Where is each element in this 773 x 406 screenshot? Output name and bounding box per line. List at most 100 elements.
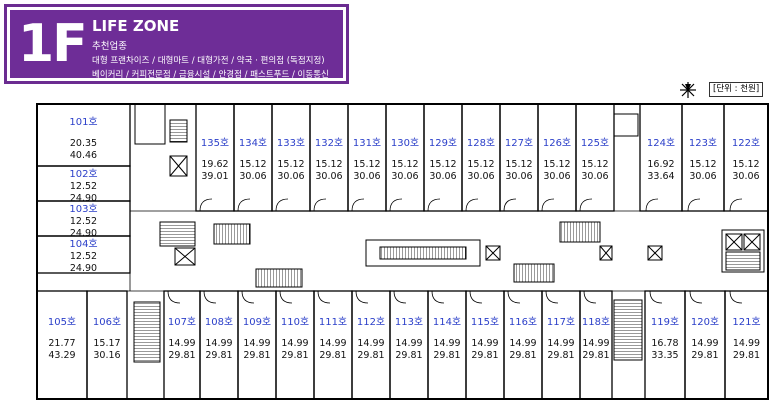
floor-header: 1F LIFE ZONE 추천업종 대형 프랜차이즈 / 대형마트 / 대형가전…	[4, 4, 349, 84]
unit-value-1: 14.99	[357, 338, 385, 349]
unit-number: 119호	[650, 317, 680, 328]
unit-note: [단위 : 천원]	[709, 82, 764, 97]
unit-value-2: 30.06	[581, 171, 609, 182]
unit-value-2: 29.81	[471, 350, 499, 361]
unit-number: 107호	[167, 317, 197, 328]
unit-value-2: 29.81	[691, 350, 719, 361]
unit-value-2: 29.81	[243, 350, 271, 361]
unit-value-1: 20.35	[69, 138, 98, 149]
unit-value-2: 29.81	[281, 350, 309, 361]
unit-number: 130호	[390, 138, 420, 149]
header-background: 1F LIFE ZONE 추천업종 대형 프랜차이즈 / 대형마트 / 대형가전…	[10, 10, 343, 80]
unit-value-1: 15.12	[391, 159, 419, 170]
unit-value-1: 15.12	[689, 159, 717, 170]
unit-value-1: 15.12	[732, 159, 760, 170]
unit-number: 123호	[688, 138, 718, 149]
unit-value-2: 29.81	[547, 350, 575, 361]
unit-value-2: 29.81	[395, 350, 423, 361]
unit-number: 132호	[314, 138, 344, 149]
unit-value-1: 21.77	[48, 338, 76, 349]
unit-value-2: 43.29	[48, 350, 76, 361]
unit-number: 128호	[466, 138, 496, 149]
recommended-label: 추천업종	[92, 41, 127, 52]
unit-value-1: 15.12	[353, 159, 381, 170]
zone-title: LIFE ZONE	[92, 17, 180, 35]
recommended-line-1: 대형 프랜차이즈 / 대형마트 / 대형가전 / 약국 · 편의점 (독점지정)	[92, 56, 325, 66]
unit-value-2: 30.06	[239, 171, 267, 182]
unit-number: 120호	[690, 317, 720, 328]
unit-number: 116호	[508, 317, 538, 328]
unit-number: 103호	[69, 204, 98, 215]
unit-number: 114호	[432, 317, 462, 328]
unit-value-1: 14.99	[691, 338, 719, 349]
unit-value-2: 30.06	[732, 171, 760, 182]
unit-value-2: 30.06	[429, 171, 457, 182]
north-arrow-icon	[680, 82, 696, 98]
unit-number: 131호	[352, 138, 382, 149]
unit-value-2: 29.81	[319, 350, 347, 361]
unit-value-2: 24.90	[69, 193, 98, 204]
unit-value-2: 29.81	[582, 350, 610, 361]
unit-number: 115호	[470, 317, 500, 328]
unit-number: 124호	[646, 138, 676, 149]
unit-value-2: 24.90	[69, 263, 98, 274]
unit-value-1: 19.62	[201, 159, 229, 170]
unit-value-2: 30.06	[277, 171, 305, 182]
unit-value-2: 33.35	[651, 350, 679, 361]
unit-value-1: 14.99	[205, 338, 233, 349]
unit-value-1: 14.99	[547, 338, 575, 349]
unit-value-2: 24.90	[69, 228, 98, 239]
unit-number: 135호	[200, 138, 230, 149]
unit-value-1: 15.12	[581, 159, 609, 170]
unit-value-1: 14.99	[509, 338, 537, 349]
unit-value-2: 40.46	[69, 150, 98, 161]
door-swings	[167, 198, 743, 304]
unit-value-1: 15.12	[543, 159, 571, 170]
unit-value-1: 14.99	[281, 338, 309, 349]
unit-number: 111호	[318, 317, 348, 328]
unit-number: 117호	[546, 317, 576, 328]
unit-value-2: 30.06	[505, 171, 533, 182]
core-elements	[133, 103, 765, 363]
unit-value-1: 14.99	[243, 338, 271, 349]
unit-value-1: 15.17	[93, 338, 121, 349]
unit-value-2: 30.06	[391, 171, 419, 182]
unit-value-1: 14.99	[582, 338, 610, 349]
